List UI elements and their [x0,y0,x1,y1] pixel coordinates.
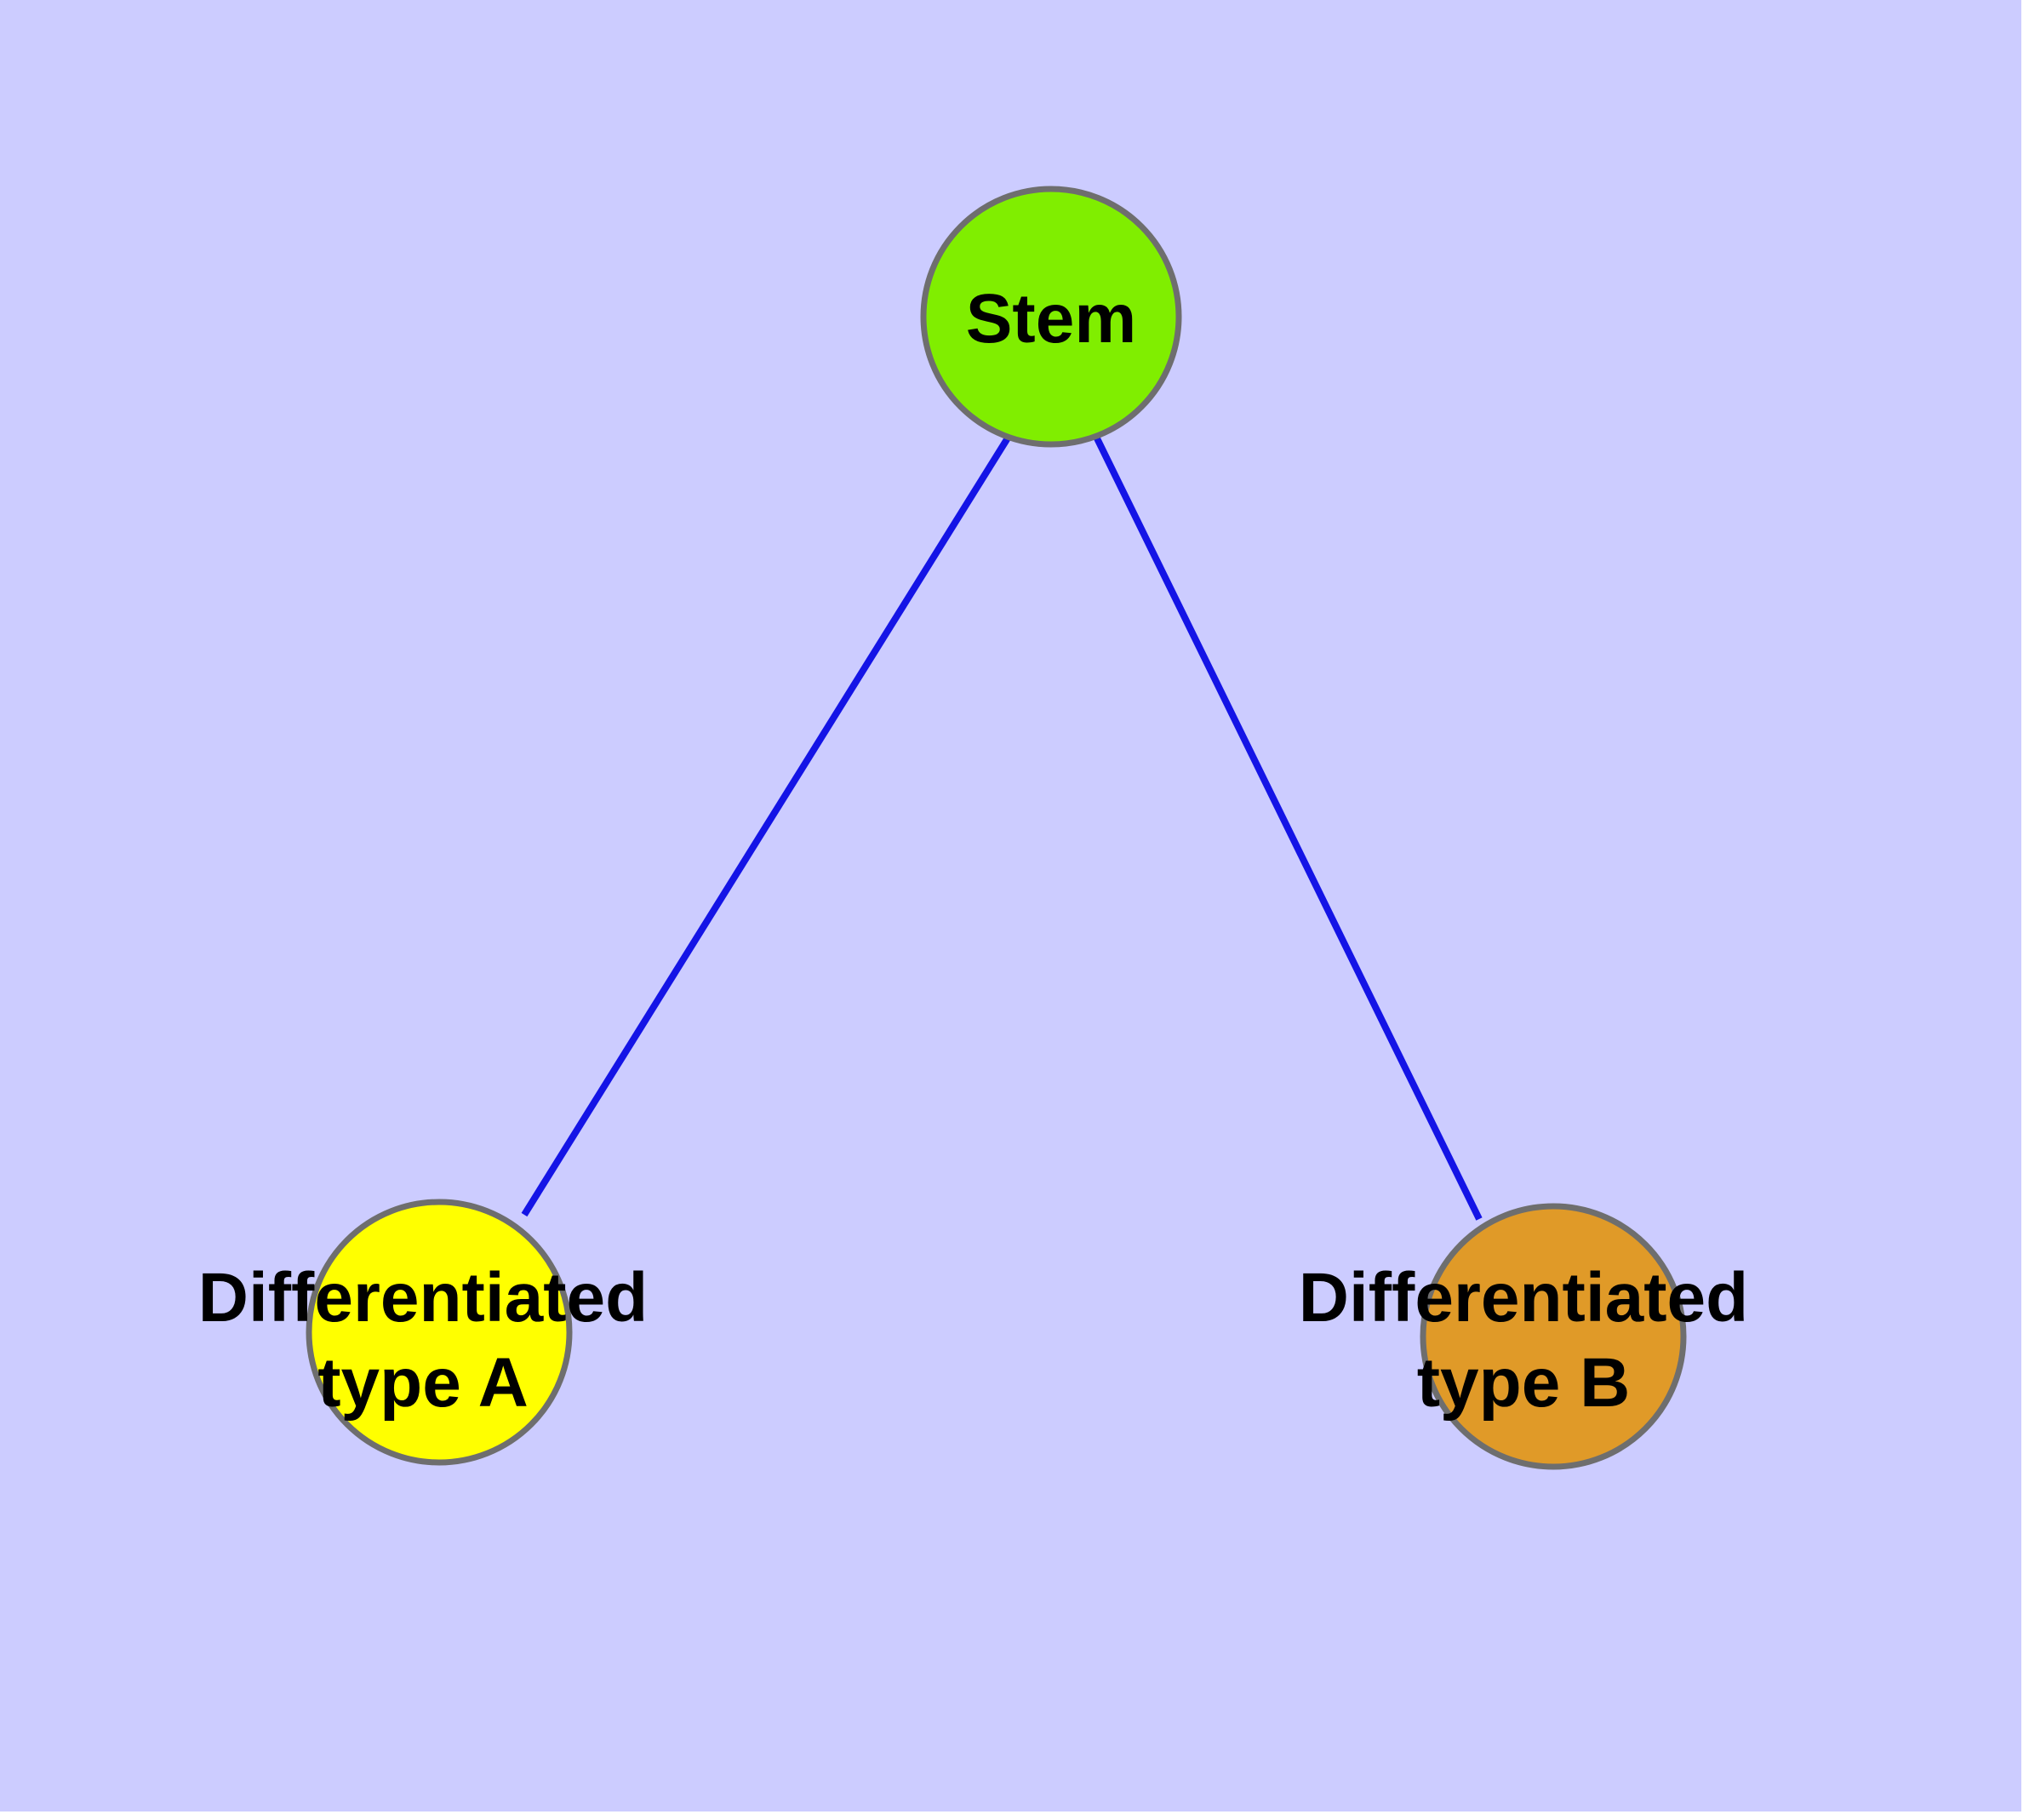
nodes-layer [306,186,1687,1470]
node-diff_a[interactable] [306,1199,573,1466]
edges-layer [521,434,1483,1221]
node-label-line: Differentiated [198,1259,649,1336]
node-label-line: type B [1417,1344,1631,1422]
node-label-line: Stem [966,280,1137,358]
node-label-stem: Stem [966,280,1137,358]
node-stem[interactable] [920,186,1182,448]
edge-stem-diff-a[interactable] [521,434,1012,1217]
edge-stem-diff-b[interactable] [1093,435,1483,1221]
node-label-line: Differentiated [1299,1259,1749,1336]
node-label-line: type A [317,1344,529,1422]
node-label-diff_a: Differentiated type A [198,1259,649,1422]
node-label-diff_b: Differentiated type B [1299,1259,1749,1422]
node-diff_b[interactable] [1420,1203,1687,1470]
